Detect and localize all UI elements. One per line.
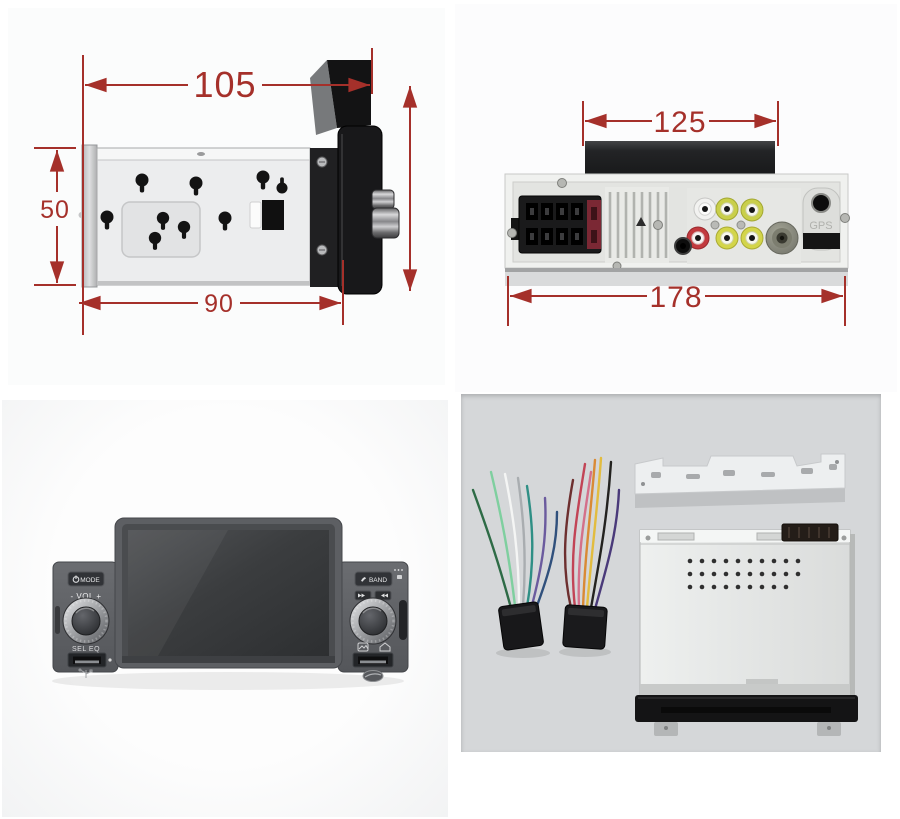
unit-shadow bbox=[52, 672, 404, 690]
chassis-bottom-edge bbox=[97, 281, 310, 285]
home-icon bbox=[379, 642, 391, 652]
panel-lower-strip bbox=[505, 272, 848, 286]
side-view-photo: 105 50 90 bbox=[8, 8, 445, 385]
gps-antenna-socket bbox=[811, 193, 831, 213]
rear-view-photo: GPS 125 bbox=[455, 4, 897, 392]
mounting-cage-bracket bbox=[634, 453, 846, 508]
knob-side-upper bbox=[371, 189, 395, 210]
panel-screws bbox=[507, 178, 850, 271]
bracket-face bbox=[634, 453, 846, 495]
front-panel-side bbox=[310, 60, 400, 295]
screw bbox=[316, 156, 328, 168]
latch-cutout bbox=[657, 532, 695, 541]
display-screen bbox=[128, 530, 329, 656]
dimension-label-height: 50 bbox=[40, 196, 70, 224]
iso-connector bbox=[518, 195, 602, 254]
screen-back-protrusion bbox=[327, 60, 371, 128]
dimension-label-top-width: 105 bbox=[193, 64, 256, 105]
vent-hole-grid bbox=[687, 558, 801, 590]
wiring-harness-left bbox=[471, 470, 559, 658]
rca-jack-yellow bbox=[715, 226, 739, 250]
ir-led bbox=[108, 658, 112, 662]
chassis-right-face bbox=[850, 534, 855, 696]
screen-side-face bbox=[310, 60, 337, 135]
dimension-annotations bbox=[34, 48, 418, 335]
screw bbox=[710, 220, 720, 230]
tune-knob bbox=[348, 596, 398, 646]
front-view-photo: MODE - VOL + SEL EQ bbox=[2, 400, 448, 817]
volume-knob bbox=[61, 596, 111, 646]
band-button bbox=[354, 571, 393, 587]
top-notch bbox=[197, 152, 205, 156]
dimension-label-chassis-width: 125 bbox=[653, 106, 706, 139]
chassis-top-face bbox=[639, 529, 851, 696]
rear-panel: GPS bbox=[504, 173, 850, 286]
band-label: BAND bbox=[369, 577, 387, 584]
power-icon bbox=[72, 575, 80, 583]
label-slot bbox=[746, 679, 778, 685]
gps-black-slot bbox=[803, 233, 840, 249]
triangle-hole bbox=[636, 217, 646, 226]
screen-glare bbox=[128, 530, 228, 656]
rca-jack-yellow-green bbox=[740, 198, 764, 222]
keyhole-mount-holes bbox=[100, 170, 288, 250]
aux-jack bbox=[674, 237, 692, 255]
white-tab bbox=[249, 201, 262, 229]
chassis-front-transition bbox=[640, 684, 850, 695]
dimension-label-bottom-width: 90 bbox=[204, 290, 234, 318]
folder-icon bbox=[357, 642, 369, 652]
chassis-side bbox=[78, 144, 311, 288]
sel-eq-label: SEL EQ bbox=[72, 646, 100, 653]
seek-forward-button bbox=[374, 590, 392, 601]
rca-jack-yellow bbox=[740, 226, 764, 250]
screw bbox=[841, 535, 847, 541]
iso-red-section bbox=[587, 200, 601, 249]
volume-label: - VOL + bbox=[71, 592, 102, 601]
right-controls: BAND bbox=[348, 569, 403, 682]
rca-jack-white bbox=[693, 197, 717, 221]
wiring-harness-right bbox=[559, 456, 621, 657]
black-cutout bbox=[262, 200, 284, 230]
rca-jack-red bbox=[686, 226, 710, 250]
gps-label: GPS bbox=[809, 220, 832, 232]
panel-shadow bbox=[505, 268, 848, 272]
rca-block bbox=[674, 188, 801, 264]
screen-bottom-lip bbox=[122, 656, 335, 663]
left-edge-slot bbox=[55, 606, 60, 634]
screw bbox=[736, 220, 746, 230]
dimension-label-full-width: 178 bbox=[649, 281, 702, 314]
mode-label: MODE bbox=[80, 577, 100, 584]
screw bbox=[645, 535, 651, 541]
dimension-annotations bbox=[507, 101, 846, 326]
rca-jack-yellow-green bbox=[715, 197, 739, 221]
unit-chassis-top bbox=[635, 523, 858, 736]
stamped-recess bbox=[121, 201, 201, 258]
wires bbox=[471, 470, 559, 613]
knob-side-lower bbox=[371, 207, 400, 239]
antenna-connector bbox=[765, 221, 799, 255]
brand-emblem bbox=[362, 670, 384, 682]
bracket-slots bbox=[651, 464, 837, 479]
gps-connector-area: GPS bbox=[802, 187, 841, 251]
indicator-dots bbox=[394, 569, 403, 579]
usb-port-left bbox=[67, 652, 107, 668]
right-edge-slot bbox=[399, 600, 407, 640]
screw bbox=[316, 244, 328, 256]
accessories-photo bbox=[461, 394, 881, 752]
usb-port-right bbox=[352, 652, 394, 668]
left-controls: MODE - VOL + SEL EQ bbox=[61, 571, 112, 678]
stereo-front-unit: MODE - VOL + SEL EQ bbox=[52, 517, 409, 682]
usb-icon bbox=[78, 668, 93, 678]
rear-connector-block bbox=[781, 523, 839, 542]
wires bbox=[563, 456, 621, 611]
phone-icon bbox=[361, 577, 366, 582]
